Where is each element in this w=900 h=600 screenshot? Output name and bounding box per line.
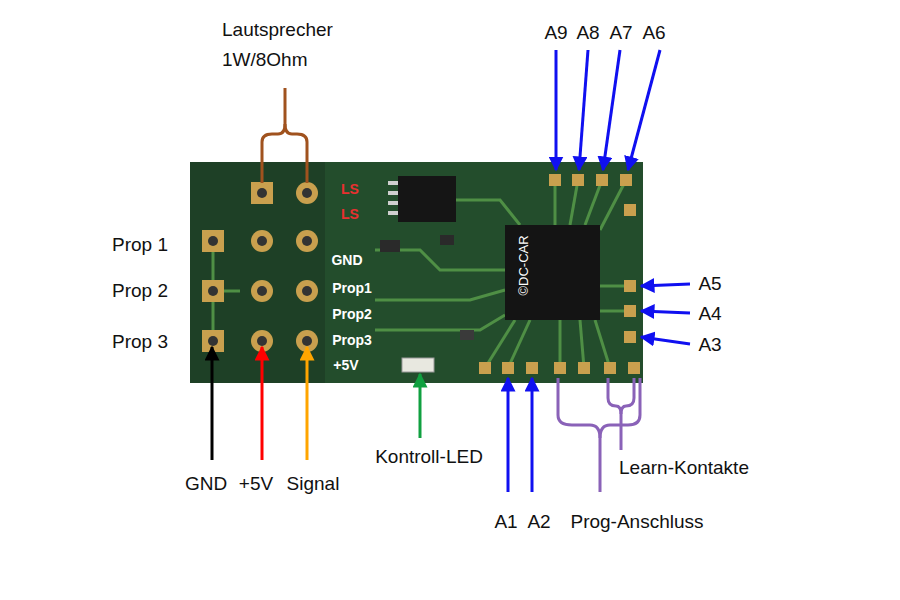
smd-part: [380, 240, 400, 252]
ic-small: [398, 176, 456, 222]
pin-arrows: [508, 50, 690, 492]
silkscreen-label: +5V: [333, 357, 358, 373]
pin-label: A8: [576, 22, 599, 44]
pin-label: A7: [609, 22, 632, 44]
speaker-bracket: [262, 88, 307, 183]
port-label: Prop 3: [112, 331, 168, 353]
silkscreen-label: Prop3: [332, 332, 372, 348]
silkscreen-label: LS: [341, 181, 359, 197]
power-arrow: [261, 347, 264, 460]
smd-part: [440, 235, 454, 245]
connector-label: Prog-Anschluss: [570, 511, 703, 533]
led: [402, 358, 434, 372]
small-pads: [479, 174, 640, 374]
pads: [202, 182, 318, 352]
gnd-arrow: [211, 347, 214, 460]
pin-label: A3: [698, 334, 721, 356]
watermark: ©DC-CAR: [517, 235, 532, 295]
pin-label: A1: [494, 511, 517, 533]
signal-label: GND: [185, 473, 227, 495]
silkscreen-label: GND: [331, 252, 362, 268]
signal-arrow: [306, 347, 309, 460]
pin-label: A9: [544, 22, 567, 44]
led-arrow: [419, 374, 422, 438]
pin-label: A4: [698, 303, 721, 325]
speaker-label: Lautsprecher 1W/8Ohm: [222, 15, 362, 75]
pcb-board: [190, 162, 643, 383]
port-label: Prop 1: [112, 234, 168, 256]
led-label: Kontroll-LED: [375, 446, 483, 468]
pcb-left-area: [190, 162, 325, 383]
pin-label: A2: [527, 511, 550, 533]
smd-part: [460, 330, 474, 340]
ic-small-pins: [388, 181, 398, 215]
ic-main: [505, 225, 600, 320]
signal-label: Signal: [287, 473, 340, 495]
pin-label: A6: [642, 22, 665, 44]
silkscreen-label: Prop2: [332, 306, 372, 322]
pin-label: A5: [698, 273, 721, 295]
silkscreen-label: Prop1: [332, 280, 372, 296]
signal-label: +5V: [239, 473, 273, 495]
learn-label: Learn-Kontakte: [619, 457, 749, 479]
port-label: Prop 2: [112, 280, 168, 302]
silkscreen-label: LS: [341, 206, 359, 222]
